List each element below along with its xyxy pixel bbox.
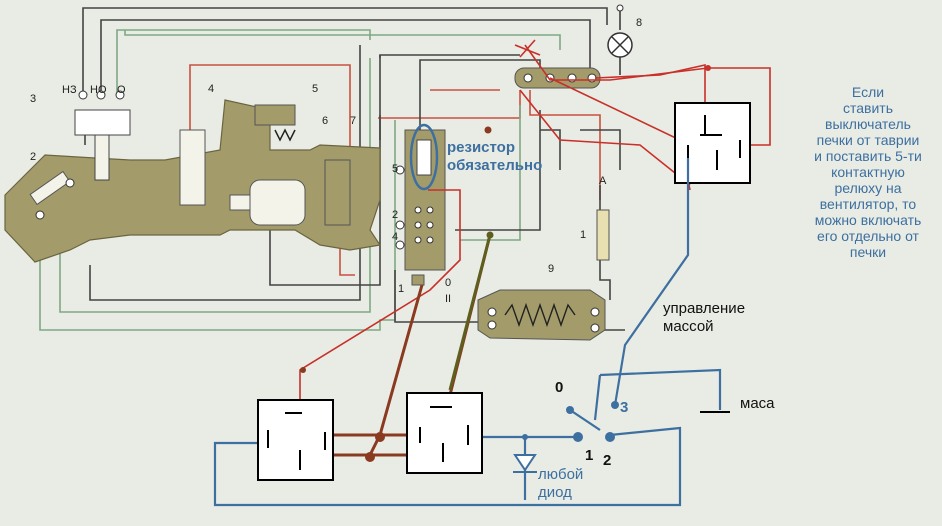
part-number-labels: НЗ НО О 3 2 4 5 6 7 8 9 1 A 5 2 4 1 0 II: [30, 17, 642, 305]
connector-top: [514, 67, 601, 89]
label-block-4: 4: [392, 231, 398, 243]
note-line: ставить: [842, 100, 893, 116]
switch-pos-3: 3: [620, 399, 628, 416]
note-line: и поставить 5-ти: [814, 148, 922, 164]
side-note: Если ставить выключатель печки от таврии…: [793, 84, 942, 260]
resistor-block: [395, 129, 446, 286]
note-line: выключатель: [825, 116, 911, 132]
label-block-0: 0: [445, 277, 451, 289]
label-o: О: [117, 84, 126, 96]
switch-3: [74, 90, 131, 181]
label-2: 2: [30, 151, 36, 163]
label-3: 3: [30, 93, 36, 105]
switch-pos-2: 2: [603, 452, 611, 469]
resistor-highlight: [409, 123, 439, 191]
mass-label: маса: [740, 395, 775, 412]
label-8: 8: [636, 17, 642, 29]
note-line: Если: [851, 84, 885, 100]
switch-pos-1: 1: [585, 447, 593, 464]
label-no: НО: [90, 84, 107, 96]
red-wires: [299, 39, 771, 415]
label-1-fuse: 1: [580, 229, 586, 241]
note-line: его отдельно от: [817, 228, 919, 244]
note-line: вентилятор, то: [819, 196, 917, 212]
resistor-label-line2: обязательно: [447, 157, 542, 174]
relay-top-right: [674, 102, 751, 184]
olive-wire: [448, 234, 492, 391]
label-a: A: [599, 175, 607, 187]
label-6: 6: [322, 115, 328, 127]
label-block-ii: II: [445, 293, 451, 305]
label-7: 7: [350, 115, 356, 127]
label-block-1: 1: [398, 283, 404, 295]
mass-control-line1: управление: [663, 300, 745, 317]
diode-label-line1: любой: [538, 466, 583, 483]
relay-bottom-right: [406, 392, 483, 474]
label-4: 4: [208, 83, 214, 95]
label-block-2: 2: [392, 209, 398, 221]
heater-element-9: [477, 289, 606, 341]
note-line: можно включать: [814, 212, 922, 228]
heater-body: [4, 99, 382, 263]
mass-control-line2: массой: [663, 318, 714, 335]
note-line: контактную: [831, 164, 905, 180]
note-line: печки: [849, 244, 887, 260]
label-9: 9: [548, 263, 554, 275]
annotation-labels: резистор обязательно управление массой м…: [447, 139, 775, 501]
note-line: релюху на: [834, 180, 902, 196]
switch-pos-0: 0: [555, 379, 563, 396]
fuse-1: [596, 209, 610, 261]
label-nz: НЗ: [62, 84, 77, 96]
relay-bottom-left: [257, 399, 334, 481]
label-5: 5: [312, 83, 318, 95]
diode-label-line2: диод: [538, 484, 572, 501]
label-block-5: 5: [392, 163, 398, 175]
lamp-8: [607, 4, 633, 75]
note-line: печки от таврии: [816, 132, 920, 148]
diode: [513, 454, 537, 473]
resistor-label-line1: резистор: [447, 139, 515, 156]
